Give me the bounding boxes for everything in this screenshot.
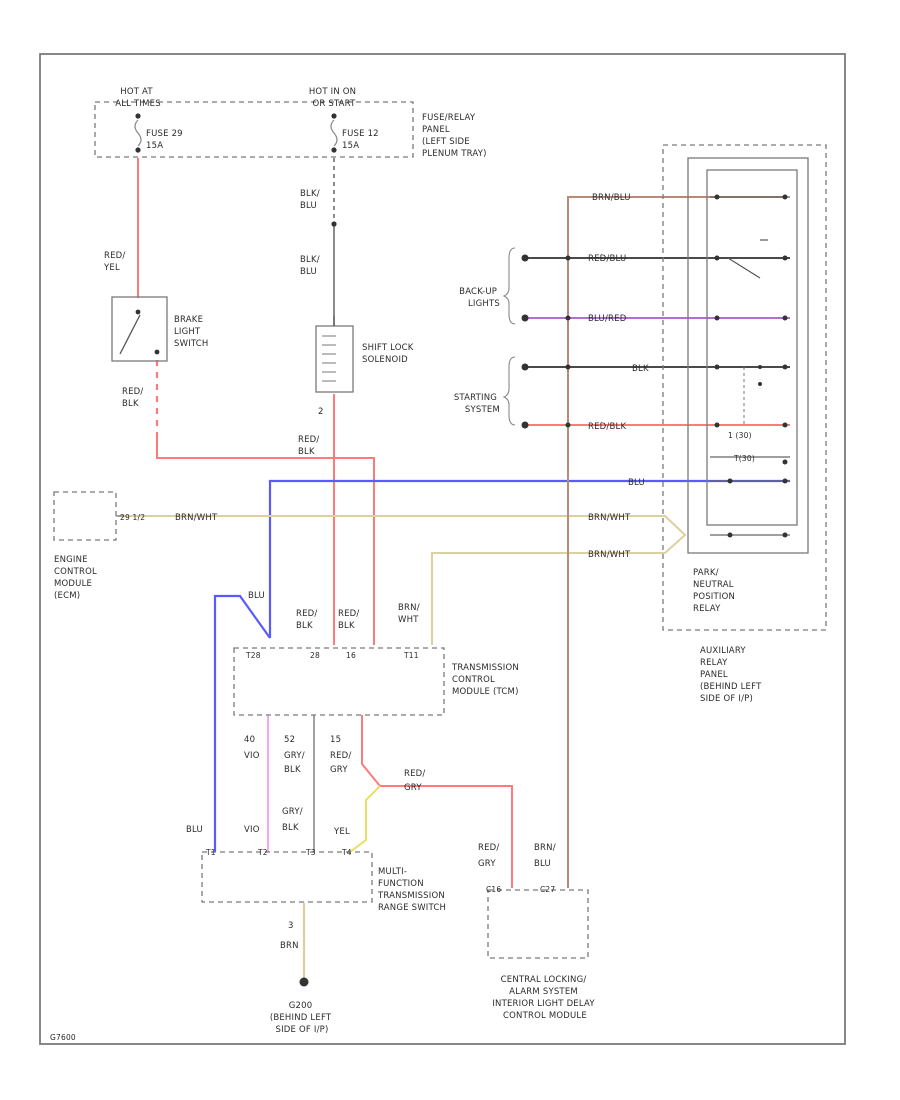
starting-system-brace — [502, 356, 516, 426]
red-gry-label-2: RED/ GRY — [478, 843, 502, 869]
brake-switch-contact — [119, 314, 141, 355]
vio-label: VIO — [244, 825, 260, 835]
pin-15-label: 15 RED/ GRY — [330, 735, 354, 775]
wire-brn-wht-ecm — [118, 515, 687, 554]
mfrs-pin-t2: T2 — [257, 848, 268, 857]
central-locking-label: CENTRAL LOCKING/ ALARM SYSTEM INTERIOR L… — [492, 975, 597, 1021]
park-neutral-relay-label: PARK/ NEUTRAL POSITION RELAY — [693, 568, 738, 614]
pin-3-label: 3 — [288, 921, 294, 931]
blk-label: BLK — [632, 364, 649, 374]
gry-blk-label: GRY/ BLK — [282, 807, 306, 833]
wire-blu-relay-tcm — [268, 479, 790, 638]
relay-tag-1: 1 (30) — [728, 431, 752, 440]
fuse-12-label: FUSE 12 15A — [342, 129, 382, 151]
blu-label-2: BLU — [248, 591, 265, 601]
mfrs-pin-t4: T4 — [341, 848, 352, 857]
blk-blu-label-1: BLK/ BLU — [300, 189, 323, 211]
blk-blu-label-2: BLK/ BLU — [300, 255, 323, 277]
solenoid-coil — [322, 335, 336, 382]
brn-wht-label-4: BRN/ WHT — [398, 603, 423, 625]
ground-g200 — [299, 977, 309, 987]
brake-light-switch — [111, 296, 168, 362]
tcm-pin-t28: T28 — [245, 651, 261, 660]
fuse-29-label: FUSE 29 15A — [146, 129, 186, 151]
red-blk-label-5: RED/ BLK — [338, 609, 362, 631]
hot-at-all-times-label: HOT AT ALL TIMES — [115, 87, 161, 109]
figure-id: G7600 — [50, 1033, 76, 1042]
mfrs-pin-t1: T1 — [205, 848, 216, 857]
mfrs-pin-t3: T3 — [305, 848, 316, 857]
wire-yel — [349, 785, 381, 853]
brn-label: BRN — [280, 941, 299, 951]
blu-label: BLU — [628, 478, 645, 488]
cl-pin-c27: C27 — [540, 885, 555, 894]
brn-wht-label-1: BRN/WHT — [175, 513, 218, 523]
engine-control-module — [53, 491, 117, 541]
brake-light-switch-label: BRAKE LIGHT SWITCH — [174, 315, 209, 349]
pin-40-label: 40 VIO — [244, 735, 260, 761]
red-yel-label: RED/ YEL — [103, 251, 128, 273]
fuse-29-symbol — [134, 119, 142, 147]
wire-red-blk-to-tcm — [156, 438, 375, 645]
relay-inner — [706, 169, 798, 526]
auxiliary-relay-panel — [662, 144, 827, 631]
starting-system-label: STARTING SYSTEM — [454, 393, 500, 415]
blu-red-label: BLU/RED — [588, 314, 627, 324]
tcm-pin-t11: T11 — [403, 651, 419, 660]
red-gry-label-1: RED/ GRY — [404, 769, 428, 793]
fuse-12-symbol — [330, 119, 338, 147]
ecm-pin-label: 29 1/2 — [120, 513, 145, 522]
back-up-lights-label: BACK-UP LIGHTS — [459, 287, 500, 309]
fuse-relay-panel — [94, 101, 414, 158]
cl-pin-c16: C16 — [486, 885, 501, 894]
relay-tag-2: T(30) — [733, 454, 755, 463]
red-blu-label: RED/BLU — [588, 254, 626, 264]
diagram-border — [39, 53, 846, 1045]
auxiliary-relay-panel-label: AUXILIARY RELAY PANEL (BEHIND LEFT SIDE … — [700, 646, 764, 704]
red-blk-label-2: RED/ BLK — [298, 435, 322, 457]
brn-blu-top-label: BRN/BLU — [592, 193, 631, 203]
tcm-pin-16: 16 — [346, 651, 356, 660]
blu-label-3: BLU — [186, 825, 203, 835]
brn-wht-label-2: BRN/WHT — [588, 513, 631, 523]
red-blk-label-1: RED/ BLK — [122, 387, 146, 409]
brn-blu-label: BRN/ BLU — [534, 843, 559, 869]
back-up-lights-brace — [502, 247, 516, 325]
wire-blu-tcm-mfrs — [213, 594, 271, 852]
shift-lock-solenoid-label: SHIFT LOCK SOLENOID — [362, 343, 416, 365]
mfrs-label: MULTI- FUNCTION TRANSMISSION RANGE SWITC… — [377, 867, 448, 913]
fuse-relay-panel-label: FUSE/RELAY PANEL (LEFT SIDE PLENUM TRAY) — [422, 113, 487, 159]
park-neutral-relay — [687, 157, 809, 554]
red-blk-label-4: RED/ BLK — [296, 609, 320, 631]
hot-in-on-label: HOT IN ON OR START — [309, 87, 359, 109]
wire-brn-wht-tcm — [431, 552, 665, 645]
brn-wht-label-3: BRN/WHT — [588, 550, 631, 560]
ecm-label: ENGINE CONTROL MODULE (ECM) — [54, 555, 100, 601]
yel-label: YEL — [333, 827, 350, 837]
ground-label: G200 (BEHIND LEFT SIDE OF I/P) — [270, 1001, 334, 1035]
tcm-pin-28: 28 — [310, 651, 320, 660]
transmission-control-module — [233, 647, 445, 716]
pin-52-label: 52 GRY/ BLK — [284, 735, 308, 775]
tcm-label: TRANSMISSION CONTROL MODULE (TCM) — [451, 663, 522, 697]
central-locking-module — [487, 889, 589, 959]
red-blk-label-3: RED/BLK — [588, 422, 626, 432]
pin-2-label: 2 — [318, 407, 324, 417]
multi-function-range-switch — [201, 851, 373, 903]
